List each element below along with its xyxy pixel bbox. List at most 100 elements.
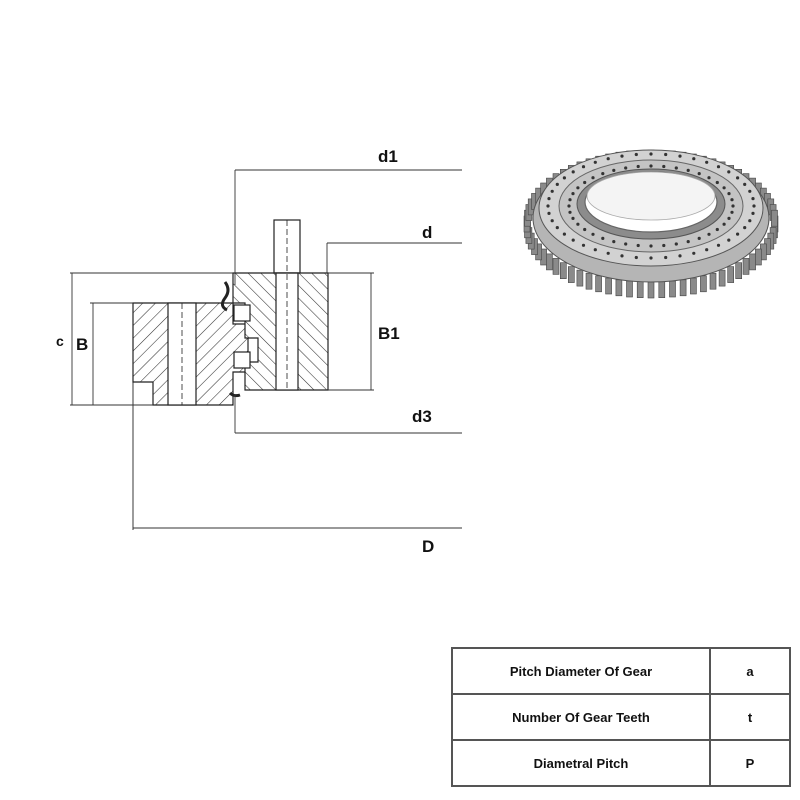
bolt-hole	[593, 248, 597, 252]
bolt-hole	[547, 197, 551, 201]
bolt-hole	[752, 204, 756, 208]
bolt-hole	[620, 254, 624, 258]
bolt-hole	[555, 182, 559, 186]
gear-tooth	[595, 275, 602, 293]
bolt-hole	[624, 166, 628, 170]
seal-bottom	[228, 391, 241, 398]
gear-spec-table: Pitch Diameter Of Gear a Number Of Gear …	[451, 647, 791, 787]
bolt-hole	[727, 238, 731, 242]
gear-tooth	[552, 258, 560, 275]
bolt-hole	[674, 166, 678, 170]
bolt-hole	[697, 172, 701, 176]
bolt-hole	[716, 165, 721, 169]
bolt-hole	[730, 198, 734, 202]
bolt-hole	[649, 164, 653, 168]
bolt-hole	[716, 243, 721, 247]
bolt-hole	[620, 154, 624, 158]
bolt-hole	[606, 251, 610, 255]
bolt-hole	[736, 176, 740, 180]
bolt-hole	[567, 204, 571, 208]
bolt-hole	[593, 160, 597, 164]
bolt-hole	[550, 189, 554, 193]
spec-symbol: a	[709, 647, 791, 695]
table-row: Diametral Pitch P	[451, 739, 791, 787]
bolt-hole	[562, 232, 567, 236]
gear-tooth	[647, 281, 655, 299]
bolt-hole	[576, 222, 580, 226]
bolt-hole	[678, 154, 682, 158]
bolt-hole	[705, 248, 709, 252]
gear-tooth	[749, 253, 756, 271]
gear-tooth	[742, 258, 750, 275]
gear-tooth	[605, 277, 612, 295]
bolt-hole	[612, 240, 616, 244]
dimension-lines	[70, 169, 462, 529]
bolt-hole	[571, 170, 575, 174]
bearing-cross-section	[132, 219, 329, 530]
bolt-hole	[634, 152, 638, 157]
bolt-hole	[649, 256, 653, 260]
bolt-hole	[730, 210, 734, 214]
bolt-hole	[722, 222, 726, 226]
bolt-hole	[743, 226, 747, 230]
bolt-hole	[722, 186, 726, 190]
table-row: Number Of Gear Teeth t	[451, 693, 791, 741]
spec-name: Diametral Pitch	[451, 739, 711, 787]
gear-tooth	[771, 209, 778, 227]
bolt-hole	[727, 192, 731, 196]
bolt-hole	[591, 232, 595, 236]
bolt-hole	[686, 168, 690, 172]
gear-tooth	[727, 266, 735, 283]
seal-top	[220, 281, 230, 312]
bolt-hole	[571, 216, 575, 220]
gear-tooth	[576, 269, 584, 287]
bolt-hole	[705, 160, 709, 164]
label-B: B	[76, 335, 89, 354]
label-D: D	[422, 537, 435, 556]
bolt-hole	[674, 242, 678, 246]
bolt-hole	[547, 211, 551, 215]
bolt-hole	[568, 210, 572, 214]
bolt-hole	[601, 236, 605, 240]
gear-tooth	[615, 279, 623, 297]
gear-tooth	[690, 277, 697, 295]
bolt-hole	[662, 243, 666, 248]
bolt-hole	[743, 182, 747, 186]
bolt-hole	[736, 232, 740, 236]
roller-upper	[233, 304, 251, 322]
bolt-hole	[571, 192, 575, 196]
table-row: Pitch Diameter Of Gear a	[451, 647, 791, 695]
bolt-hole	[568, 198, 572, 202]
bolt-hole	[664, 152, 668, 157]
bolt-hole	[697, 236, 701, 240]
bolt-hole	[751, 197, 755, 201]
spec-name: Pitch Diameter Of Gear	[451, 647, 711, 695]
bolt-hole	[748, 219, 752, 223]
gear-tooth	[626, 280, 633, 298]
gear-tooth	[718, 269, 726, 287]
bolt-hole	[727, 216, 731, 220]
bolt-hole	[636, 164, 640, 169]
label-c: c	[56, 333, 64, 349]
bolt-hole	[731, 204, 735, 208]
gear-tooth	[546, 253, 553, 271]
bolt-hole	[707, 176, 711, 180]
label-d: d	[422, 223, 433, 242]
bolt-hole	[571, 238, 575, 242]
label-B1: B1	[378, 324, 400, 343]
bolt-hole	[662, 164, 666, 169]
bolt-hole	[555, 226, 559, 230]
gear-tooth	[559, 262, 567, 280]
slewing-ring-gear-image	[523, 149, 779, 299]
bolt-hole	[546, 204, 550, 208]
bolt-hole	[583, 227, 587, 232]
label-d3: d3	[412, 407, 432, 426]
bolt-hole	[692, 251, 696, 255]
bolt-hole	[581, 165, 586, 169]
bolt-hole	[715, 227, 719, 232]
bolt-hole	[649, 244, 653, 248]
bolt-hole	[715, 180, 719, 185]
gear-tooth	[567, 266, 575, 283]
spec-symbol: P	[709, 739, 791, 787]
